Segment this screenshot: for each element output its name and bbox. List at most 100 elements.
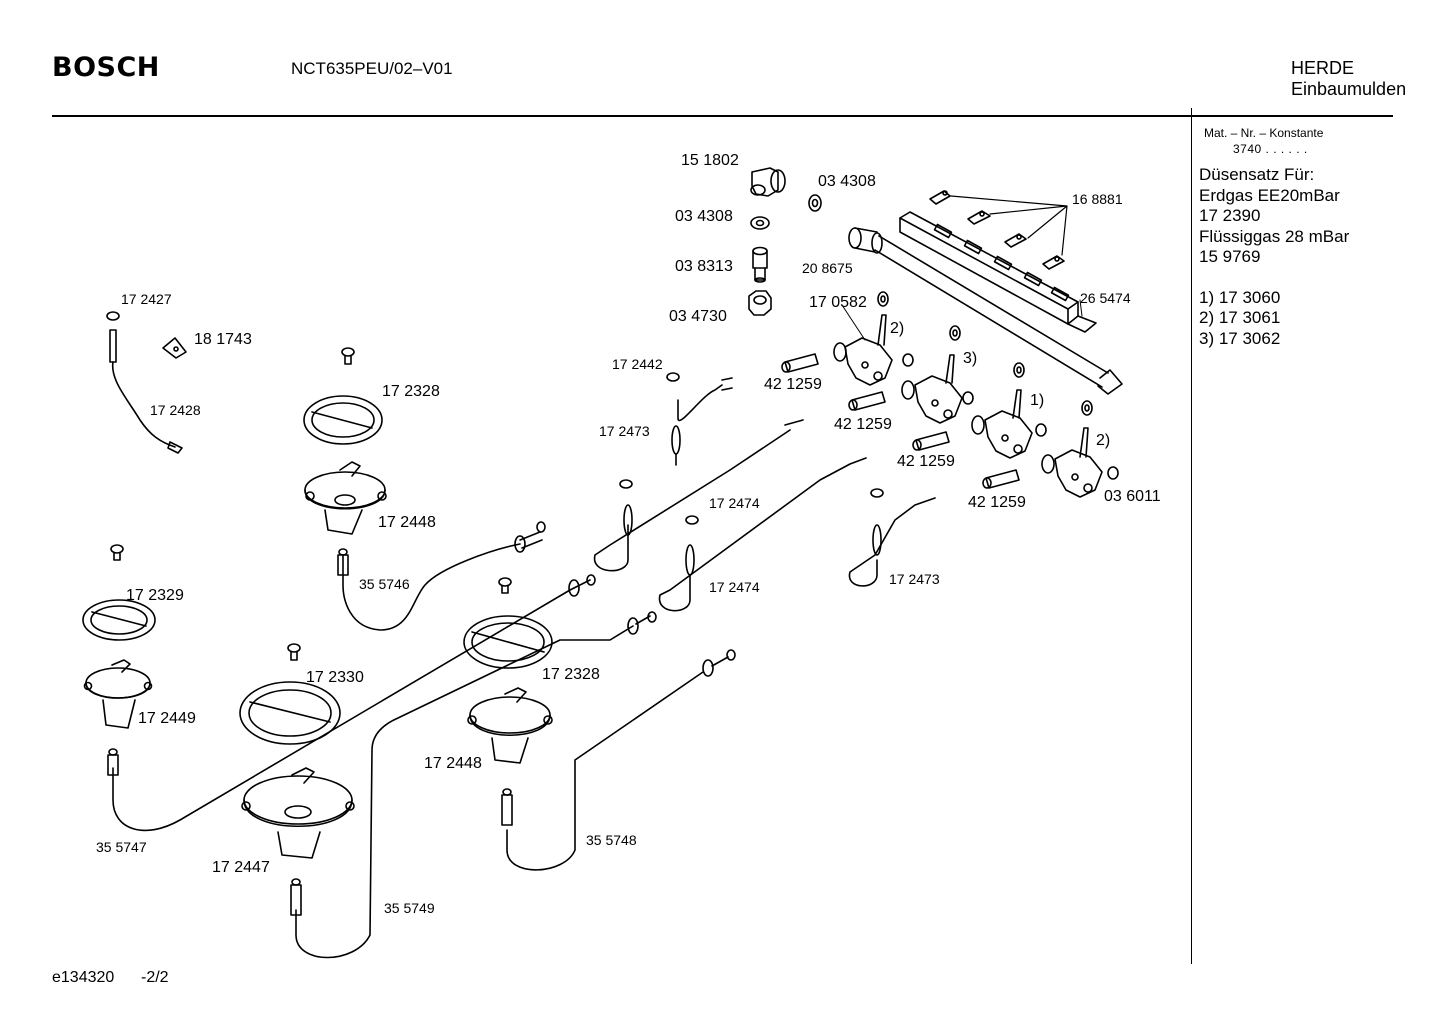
part-label: 17 2330 [306,669,364,686]
part-label: 42 1259 [897,453,955,470]
washer-icon [1035,423,1047,437]
gas-pipe [112,574,596,832]
washer-icon [949,325,961,341]
part-label: 03 6011 [1104,488,1161,505]
thermocouple-icon [666,372,733,466]
sidebar-line: 17 2390 [1199,206,1261,225]
sidebar-line: 2) 17 3061 [1199,308,1281,327]
part-label: 03 8313 [675,258,733,275]
part-label: 17 2428 [150,402,201,418]
screw-icon [287,643,301,661]
part-label: 35 5749 [384,900,435,916]
injector-fitting-icon [337,548,349,576]
thermocouple-connector-icon [982,469,1020,489]
document-id: e134320 [52,969,115,986]
part-label: 17 2329 [126,587,184,604]
footnote-marker: 2) [1096,432,1110,449]
sidebar-line: Düsensatz Für: [1199,165,1315,184]
thermocouple-icon [594,419,804,572]
washer-icon [877,291,889,307]
part-label: 17 2449 [138,710,196,727]
gas-pipe [342,521,546,631]
clip-icon [929,190,951,205]
sidebar-line: Erdgas EE20mBar [1199,185,1340,205]
gas-pipe [295,611,657,959]
part-label: 17 2447 [212,859,270,876]
elbow-fitting-icon [750,167,786,197]
footnote-marker: 2) [890,320,904,337]
washer-icon [1081,400,1093,416]
mat-label: Mat. – Nr. – Konstante [1204,126,1324,140]
burner-gasket-icon [303,395,383,445]
screw-icon [341,347,355,365]
washer-icon [808,194,822,212]
ignition-cable [106,311,183,454]
clip-icon [967,210,991,225]
washer-icon [750,216,770,230]
part-label: 15 1802 [681,152,739,169]
burner-body-icon [241,767,355,859]
part-label: 35 5748 [586,832,637,848]
gas-manifold-pipe [848,227,1123,395]
washer-icon [962,391,974,405]
footnote-marker: 3) [963,350,977,367]
header-rule [52,115,1393,117]
part-label: 42 1259 [764,376,822,393]
screw-icon [110,544,124,561]
washer-icon [902,353,914,367]
sidebar-line: 15 9769 [1199,247,1261,266]
footnote-marker: 1) [1030,392,1044,409]
part-label: 17 2474 [709,495,760,511]
burner-body-icon [467,687,553,764]
part-label: 35 5746 [359,576,410,592]
sidebar-line [1199,268,1349,288]
sidebar-line: 3) 17 3062 [1199,328,1281,348]
part-label: 42 1259 [834,416,892,433]
thermocouple-connector-icon [912,431,950,451]
thermocouple-icon [848,488,936,587]
gas-valve-icon [971,389,1033,459]
part-label: 17 2473 [599,423,650,439]
part-label: 35 5747 [96,839,147,855]
part-label: 17 2328 [382,383,440,400]
part-label: 18 1743 [194,331,252,348]
category-title: HERDE [1291,58,1355,78]
sidebar-notes: Düsensatz Für: Erdgas EE20mBar 17 2390 F… [1199,165,1349,349]
part-label: 17 2474 [709,579,760,595]
injector-fitting-icon [501,788,513,826]
part-label: 03 4308 [818,173,876,190]
gas-valve-icon [833,314,893,386]
part-label: 26 5474 [1080,290,1131,306]
clip-icon [1004,233,1027,248]
part-label: 42 1259 [968,494,1026,511]
burner-gasket-icon [239,681,341,745]
screw-icon [498,577,512,594]
burner-gasket-icon [82,599,156,641]
gas-valve-icon [1041,427,1103,498]
injector-fitting-icon [290,878,302,916]
washer-icon [1013,362,1025,378]
mat-value: 3740 . . . . . . [1233,142,1308,156]
category-subtitle: Einbaumulden [1291,79,1407,99]
thermocouple-icon [658,457,867,612]
part-label: 17 2427 [121,291,172,307]
gas-valve-icon [901,354,963,424]
model-number: NCT635PEU/02–V01 [291,59,453,78]
sidebar-divider [1191,108,1192,964]
support-bracket [899,211,1097,333]
part-label: 17 2328 [542,666,600,683]
part-label: 16 8881 [1072,191,1123,207]
clip-icon [162,337,187,359]
page-indicator: -2/2 [141,969,169,986]
sidebar-line: 1) 17 3060 [1199,287,1281,307]
exploded-parts-diagram: 15 1802 03 4308 03 4308 03 8313 20 8675 … [82,152,1161,959]
clip-icon [1042,255,1065,270]
part-label: 17 0582 [809,294,867,311]
thermocouple-connector-icon [781,353,819,373]
part-label: 17 2448 [424,755,482,772]
thermocouple-connector-icon [848,391,886,411]
brand-logo: BOSCH [52,52,160,83]
sidebar-line: Flüssiggas 28 mBar [1199,226,1350,246]
nozzle-fitting-icon [752,246,768,283]
part-label: 03 4730 [669,308,727,325]
